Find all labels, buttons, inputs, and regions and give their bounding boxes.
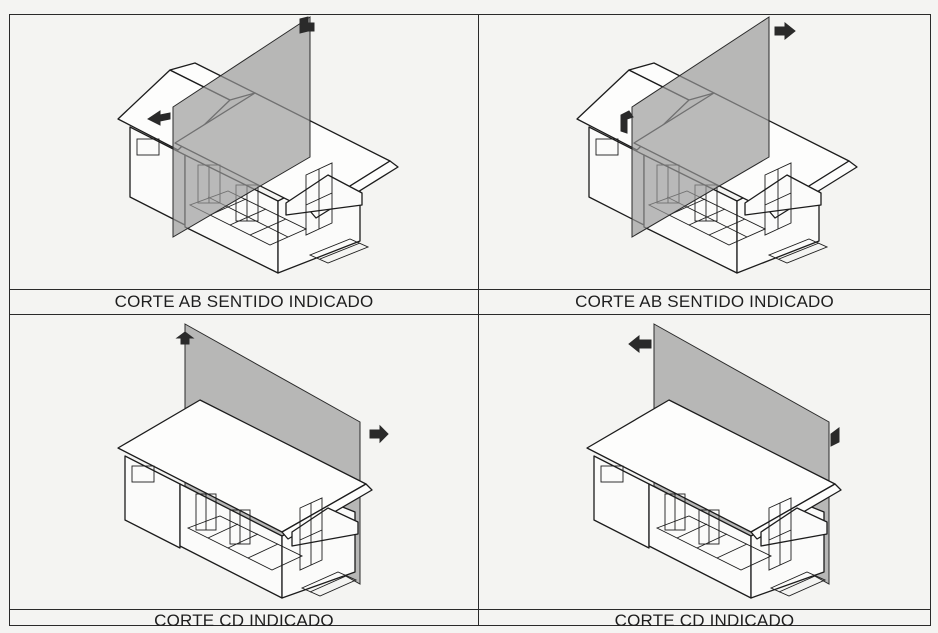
caption-bottom-right: CORTE CD INDICADO bbox=[614, 611, 795, 630]
caption-top-right: CORTE AB SENTIDO INDICADO bbox=[575, 292, 834, 311]
view-arrow-top-icon bbox=[175, 331, 195, 345]
house-cd-cut-view-2 bbox=[586, 323, 842, 599]
caption-line-top-1 bbox=[9, 289, 931, 290]
caption-line-top-2 bbox=[9, 609, 931, 610]
cutting-plane-ab bbox=[631, 16, 770, 238]
house-cd-cut-view-1 bbox=[117, 323, 389, 599]
view-arrow-right-icon bbox=[774, 21, 796, 41]
center-divider bbox=[478, 14, 479, 626]
view-arrow-right-icon bbox=[369, 424, 389, 444]
view-arrow-top-icon bbox=[299, 16, 315, 34]
cutting-plane-ab bbox=[172, 16, 311, 238]
view-arrow-left-icon bbox=[147, 110, 171, 126]
caption-bottom-left: CORTE CD INDICADO bbox=[154, 611, 334, 630]
sheet-border bbox=[9, 14, 931, 626]
view-arrow-left-icon bbox=[628, 334, 652, 354]
view-arrow-marker-icon bbox=[830, 427, 840, 447]
house-ab-cut-left-view bbox=[117, 16, 399, 274]
house-ab-cut-right-view bbox=[576, 16, 858, 274]
caption-top-left: CORTE AB SENTIDO INDICADO bbox=[114, 292, 374, 311]
view-arrow-left-icon bbox=[620, 110, 634, 134]
caption-line-bottom-1 bbox=[9, 314, 931, 315]
